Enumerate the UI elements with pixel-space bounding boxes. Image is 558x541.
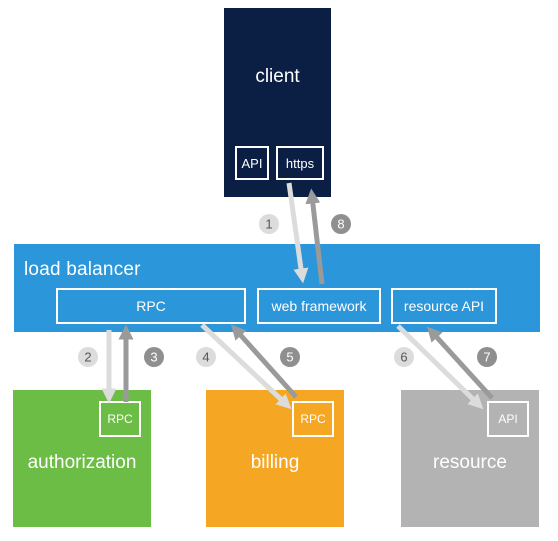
svg-text:4: 4 (202, 350, 209, 365)
arrow-step-8 (305, 188, 325, 285)
svg-text:1: 1 (265, 217, 272, 232)
step-marker-8: 8 (331, 214, 351, 234)
client-https-box: https (276, 146, 324, 180)
svg-text:5: 5 (286, 350, 293, 365)
resource-api-box: API (487, 401, 529, 437)
svg-text:7: 7 (483, 350, 490, 365)
resource-title: resource (433, 452, 507, 473)
load-balancer-title: load balancer (24, 259, 141, 280)
lb-web-framework-box: web framework (257, 288, 381, 324)
step-marker-7: 7 (477, 347, 497, 367)
client-api-box: API (235, 146, 269, 180)
arrow-step-4 (200, 323, 292, 410)
lb-resource-api-box: resource API (391, 288, 497, 324)
billing-title: billing (250, 452, 300, 473)
step-marker-5: 5 (280, 347, 300, 367)
client-title: client (255, 66, 300, 87)
authorization-title: authorization (27, 452, 137, 473)
svg-text:3: 3 (150, 350, 157, 365)
arrow-step-6 (396, 324, 484, 410)
authorization-rpc-box: RPC (99, 401, 141, 437)
client-node: client API https (224, 8, 331, 197)
svg-text:8: 8 (337, 217, 344, 232)
billing-node: RPC billing (206, 390, 344, 527)
billing-rpc-box: RPC (292, 401, 334, 437)
arrow-step-7 (426, 326, 494, 400)
svg-text:6: 6 (400, 350, 407, 365)
svg-text:2: 2 (84, 350, 91, 365)
lb-rpc-box: RPC (56, 288, 246, 324)
step-marker-6: 6 (394, 347, 414, 367)
step-marker-1: 1 (259, 214, 279, 234)
authorization-node: RPC authorization (13, 390, 151, 527)
arrow-step-1 (286, 182, 309, 284)
step-marker-3: 3 (144, 347, 164, 367)
resource-node: API resource (401, 390, 539, 527)
step-marker-4: 4 (196, 347, 216, 367)
step-marker-2: 2 (78, 347, 98, 367)
arrow-step-5 (230, 324, 298, 399)
load-balancer-node: load balancer RPC web framework resource… (14, 244, 540, 332)
